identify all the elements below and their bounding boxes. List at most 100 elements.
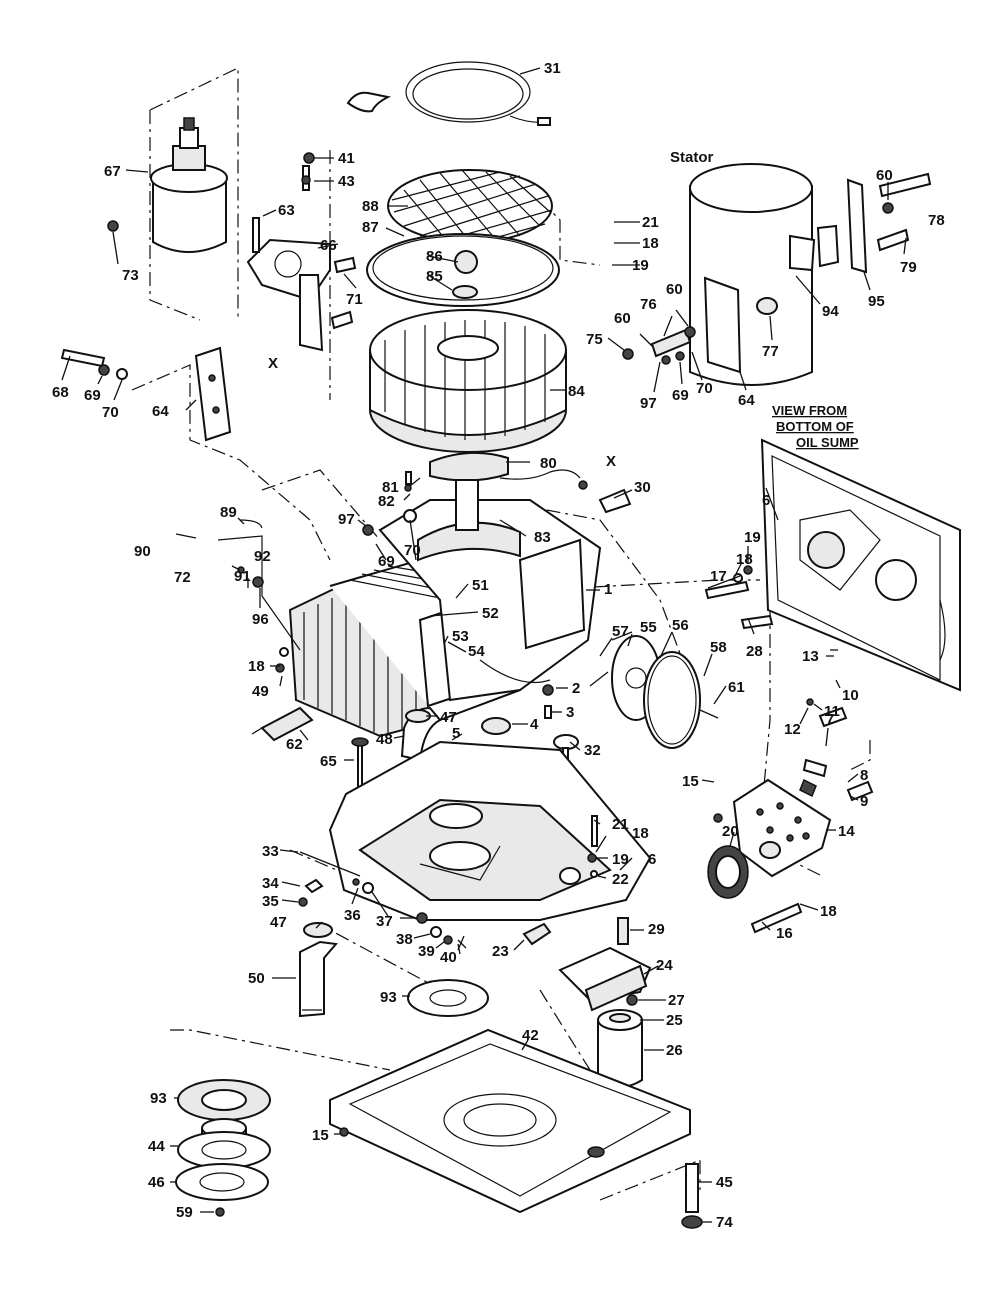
- oil-tube: [299, 922, 338, 1018]
- callout-63: 63: [278, 202, 295, 219]
- callout-15-top: 15: [682, 773, 699, 790]
- callout-40: 40: [440, 949, 457, 966]
- stator-assembly: [622, 163, 932, 386]
- callout-60-top: 60: [876, 167, 893, 184]
- callout-23: 23: [492, 943, 509, 960]
- callout-80: 80: [540, 455, 557, 472]
- callout-66: 66: [320, 237, 337, 254]
- callout-19-top: 19: [632, 257, 649, 274]
- callout-90: 90: [134, 543, 151, 560]
- callout-97-mid: 97: [338, 511, 355, 528]
- mount-bracket: [246, 152, 357, 352]
- callout-62: 62: [286, 736, 303, 753]
- callout-94: 94: [822, 303, 839, 320]
- callout-72: 72: [174, 569, 191, 586]
- callout-38: 38: [396, 931, 413, 948]
- callout-18-top: 18: [642, 235, 659, 252]
- callout-41: 41: [338, 150, 355, 167]
- callout-83: 83: [534, 529, 551, 546]
- assembly-lines: [131, 67, 871, 1201]
- callout-52: 52: [482, 605, 499, 622]
- flywheel: [369, 309, 567, 453]
- part-callouts: 31 67 41 43 73 63 66 71 88 87 86 85 21 1…: [52, 60, 945, 1231]
- view-caption-line1: VIEW FROM: [772, 403, 847, 418]
- spark-plug: [251, 706, 314, 742]
- callout-59: 59: [176, 1204, 193, 1221]
- callout-28: 28: [746, 643, 763, 660]
- callout-53: 53: [452, 628, 469, 645]
- callout-4: 4: [530, 716, 539, 733]
- callout-92: 92: [254, 548, 271, 565]
- callout-70-top: 70: [696, 380, 713, 397]
- callout-51: 51: [472, 577, 489, 594]
- x-mark-left: X: [268, 355, 278, 372]
- callout-10: 10: [842, 687, 859, 704]
- sump-pan: [175, 979, 703, 1229]
- callout-18-pump: 18: [820, 903, 837, 920]
- view-caption-line3: OIL SUMP: [796, 435, 859, 450]
- engine-block: [362, 471, 632, 719]
- callout-76: 76: [640, 296, 657, 313]
- callout-69-top: 69: [672, 387, 689, 404]
- callout-88: 88: [362, 198, 379, 215]
- callout-3: 3: [566, 704, 574, 721]
- callout-20: 20: [722, 823, 739, 840]
- callout-56: 56: [672, 617, 689, 634]
- rewind-rope: [346, 61, 551, 126]
- callout-31: 31: [544, 60, 561, 77]
- callout-70-mid: 70: [404, 542, 421, 559]
- callout-21-sump: 21: [612, 816, 629, 833]
- callout-87: 87: [362, 219, 379, 236]
- callout-22: 22: [612, 871, 629, 888]
- leader-lines: [61, 67, 907, 1223]
- callout-37: 37: [376, 913, 393, 930]
- callout-18-head: 18: [248, 658, 265, 675]
- callout-49: 49: [252, 683, 269, 700]
- callout-32: 32: [584, 742, 601, 759]
- callout-78: 78: [928, 212, 945, 229]
- callout-27: 27: [668, 992, 685, 1009]
- callout-2: 2: [572, 680, 580, 697]
- callout-19-view: 19: [744, 529, 761, 546]
- callout-15-low: 15: [312, 1127, 329, 1144]
- armature: [429, 451, 588, 490]
- callout-21-top: 21: [642, 214, 659, 231]
- callout-48: 48: [376, 731, 393, 748]
- callout-30: 30: [634, 479, 651, 496]
- callout-26: 26: [666, 1042, 683, 1059]
- callout-96: 96: [252, 611, 269, 628]
- callout-47-top: 47: [440, 709, 457, 726]
- callout-84: 84: [568, 383, 585, 400]
- callout-34: 34: [262, 875, 279, 892]
- callout-70-left: 70: [102, 404, 119, 421]
- callout-68: 68: [52, 384, 69, 401]
- x-mark-right: X: [606, 453, 616, 470]
- callout-11: 11: [824, 703, 840, 720]
- callout-35: 35: [262, 893, 279, 910]
- stator-caption: Stator: [670, 149, 714, 166]
- callout-29: 29: [648, 921, 665, 938]
- callout-57: 57: [612, 623, 629, 640]
- callout-43: 43: [338, 173, 355, 190]
- callout-79: 79: [900, 259, 917, 276]
- callout-14: 14: [838, 823, 855, 840]
- callout-6-sump: 6: [648, 851, 656, 868]
- callout-8: 8: [860, 767, 868, 784]
- starter-motor: [107, 117, 228, 253]
- callout-45: 45: [716, 1174, 733, 1191]
- callout-7: 7: [826, 711, 834, 728]
- callout-97-top: 97: [640, 395, 657, 412]
- callout-44: 44: [148, 1138, 165, 1155]
- callout-1: 1: [604, 581, 612, 598]
- callout-64-right: 64: [738, 392, 755, 409]
- callout-25: 25: [666, 1012, 683, 1029]
- callout-89: 89: [220, 504, 237, 521]
- callout-47-low: 47: [270, 914, 287, 931]
- callout-93-top: 93: [380, 989, 397, 1006]
- callout-46: 46: [148, 1174, 165, 1191]
- callout-86: 86: [426, 248, 443, 265]
- governor-linkage: [298, 851, 467, 951]
- callout-17: 17: [710, 568, 727, 585]
- callout-77: 77: [762, 343, 779, 360]
